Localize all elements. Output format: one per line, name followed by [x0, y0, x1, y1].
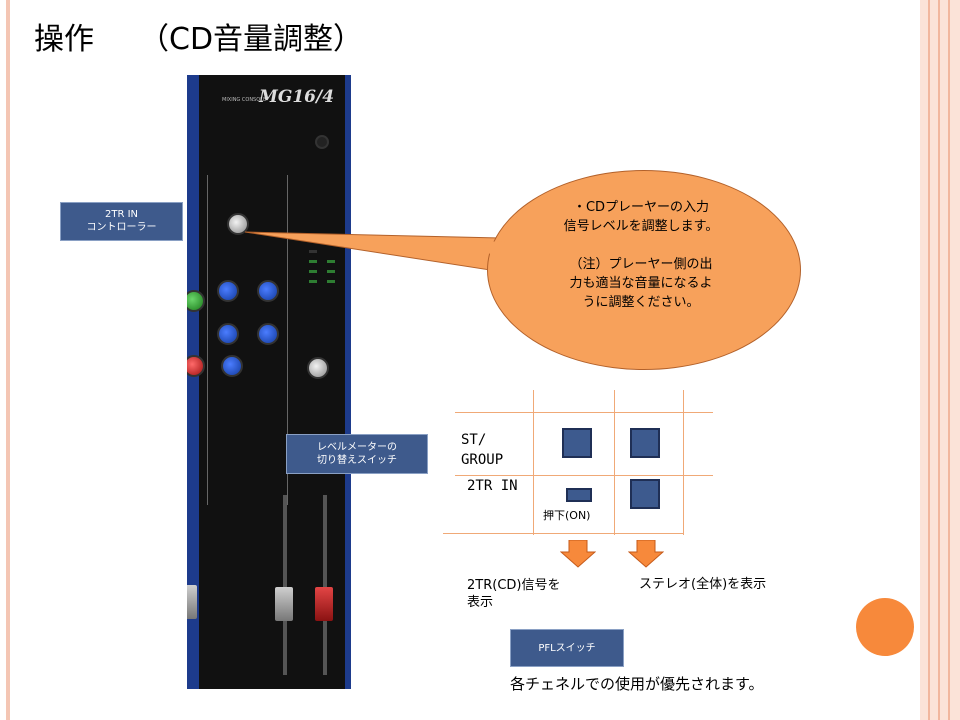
grid-line [455, 475, 713, 476]
result-2tr-cd: 2TR(CD)信号を 表示 [467, 578, 561, 610]
mixer-blue-edge-right [345, 75, 351, 689]
meter-led [327, 270, 335, 273]
2tr-in-knob[interactable] [227, 213, 249, 235]
send-knob[interactable] [257, 323, 279, 345]
2tr-in-button-pressed[interactable] [566, 488, 592, 502]
channel-knob [187, 290, 205, 312]
return-knob[interactable] [217, 323, 239, 345]
mixer-photo: MIXING CONSOLE MG16/4 [187, 75, 351, 689]
2tr-in-controller-label: 2TR IN コントローラー [60, 202, 183, 241]
slide-title: 操作 （CD音量調整） [34, 22, 364, 57]
speech-bubble [487, 170, 801, 370]
mixer-section-line [207, 175, 208, 505]
grid-line [614, 390, 615, 535]
mixer-model-label: MG16/4 [259, 87, 335, 107]
right-frame-decoration [920, 0, 960, 720]
meter-led [309, 250, 317, 253]
st-group-button-left[interactable] [562, 428, 592, 458]
phones-jack-icon [315, 135, 329, 149]
return-knob[interactable] [221, 355, 243, 377]
row-label-2tr-in: 2TR IN [467, 478, 518, 494]
mixer-sub-label: MIXING CONSOLE [222, 97, 267, 103]
meter-led [309, 270, 317, 273]
meter-led [327, 280, 335, 283]
decorative-orange-circle [856, 598, 914, 656]
footer-note: 各チェネルでの使用が優先されます。 [510, 675, 764, 693]
grid-line [683, 390, 684, 535]
pressed-on-label: 押下(ON) [543, 509, 591, 522]
mixer-blue-edge-left [187, 75, 199, 689]
mixer-section-line [287, 175, 288, 505]
left-frame-decoration [6, 0, 10, 720]
send-knob[interactable] [257, 280, 279, 302]
group-fader-slot [283, 495, 287, 675]
return-knob[interactable] [217, 280, 239, 302]
row-label-st-group: ST/ GROUP [461, 432, 504, 468]
meter-led [327, 260, 335, 263]
bubble-text: ・CDプレーヤーの入力 信号レベルを調整します。 （注）プレーヤー側の出 力も適… [563, 200, 719, 310]
channel-knob [187, 355, 205, 377]
result-stereo: ステレオ(全体)を表示 [639, 577, 767, 592]
grid-line [455, 412, 713, 413]
down-arrow-icon [628, 540, 664, 568]
down-arrow-icon [560, 540, 596, 568]
pfl-switch-label: PFLスイッチ [510, 629, 624, 667]
c-r-phones-knob[interactable] [307, 357, 329, 379]
group-fader-cap[interactable] [275, 587, 293, 621]
meter-led [309, 260, 317, 263]
meter-led [309, 280, 317, 283]
grid-line [443, 533, 683, 534]
grid-line [533, 390, 534, 535]
2tr-in-button[interactable] [630, 479, 660, 509]
stereo-fader-cap[interactable] [315, 587, 333, 621]
channel-fader-cap [187, 585, 197, 619]
stereo-fader-slot [323, 495, 327, 675]
level-meter-switch-label: レベルメーターの 切り替えスイッチ [286, 434, 428, 474]
st-group-button-right[interactable] [630, 428, 660, 458]
